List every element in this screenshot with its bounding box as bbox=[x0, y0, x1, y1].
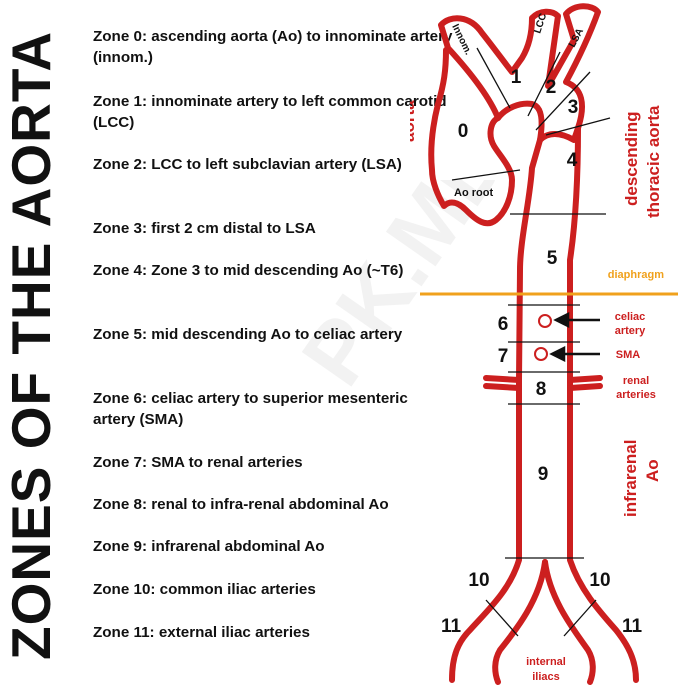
zone-2-definition: Zone 2: LCC to left subclavian artery (L… bbox=[93, 156, 402, 173]
zone-number-11-right: 11 bbox=[622, 616, 643, 637]
aorta-outline bbox=[428, 3, 639, 685]
aorta-diagram: 0 1 2 3 4 5 6 7 8 9 10 10 11 11 Innom. L… bbox=[410, 3, 678, 685]
celiac-arrowhead-icon bbox=[553, 311, 570, 329]
zone-9-definition: Zone 9: infrarenal abdominal Ao bbox=[93, 538, 325, 555]
zone-boundaries bbox=[451, 47, 611, 637]
renal-label-line2: arteries bbox=[616, 389, 656, 401]
boundary-0-1 bbox=[476, 47, 511, 109]
sma-arrowhead-icon bbox=[549, 345, 566, 363]
internal-iliacs-label-line1: internal bbox=[526, 656, 566, 668]
zone-number-5: 5 bbox=[547, 248, 558, 269]
zone-number-8: 8 bbox=[536, 379, 547, 400]
sma-ostium-icon bbox=[534, 347, 548, 361]
sma-label: SMA bbox=[616, 349, 641, 361]
zone-0-definition: Zone 0: ascending aorta (Ao) to innomina… bbox=[93, 28, 453, 66]
diaphragm-label: diaphragm bbox=[608, 269, 664, 281]
zone-number-6: 6 bbox=[498, 314, 509, 335]
arch-upper-outline bbox=[438, 3, 601, 143]
zone-6-definition: Zone 6: celiac artery to superior mesent… bbox=[93, 390, 408, 428]
ao-root-boundary bbox=[451, 169, 521, 181]
celiac-label-line1: celiac bbox=[615, 311, 646, 323]
right-boundary-10-11 bbox=[563, 599, 597, 637]
left-renal-artery-top bbox=[483, 375, 522, 383]
aorta-right-wall bbox=[567, 125, 639, 683]
infrarenal-label-line2: Ao bbox=[643, 459, 662, 482]
celiac-label-line2: artery bbox=[615, 325, 646, 337]
left-renal-artery-bottom bbox=[483, 383, 522, 391]
zone-number-11-left: 11 bbox=[441, 616, 462, 637]
zone-5-definition: Zone 5: mid descending Ao to celiac arte… bbox=[93, 326, 403, 343]
vertical-title: ZONES OF THE AORTA bbox=[0, 0, 62, 700]
zone-number-7: 7 bbox=[498, 346, 509, 367]
left-iliac-inner-wall bbox=[492, 559, 548, 685]
arch-inner-outline bbox=[495, 100, 545, 143]
right-iliac-inner-wall bbox=[542, 559, 596, 685]
ao-root-label: Ao root bbox=[454, 187, 493, 199]
boundary-3-4 bbox=[545, 117, 611, 136]
zone-numbers: 0 1 2 3 4 5 6 7 8 9 10 10 11 11 bbox=[441, 67, 643, 637]
zone-number-9: 9 bbox=[538, 464, 549, 485]
internal-iliacs-label-line2: iliacs bbox=[532, 671, 560, 683]
left-boundary-10-11 bbox=[485, 599, 519, 637]
boundary-1-2 bbox=[527, 51, 561, 117]
zone-number-10-right: 10 bbox=[589, 570, 610, 591]
title-text: ZONES OF THE AORTA bbox=[0, 30, 62, 660]
zone-number-4: 4 bbox=[567, 150, 578, 171]
renal-label-line1: renal bbox=[623, 375, 649, 387]
zone-11-definition: Zone 11: external iliac arteries bbox=[93, 624, 310, 641]
descending-aorta-label-line2: thoracic aorta bbox=[644, 105, 663, 218]
zone-number-3: 3 bbox=[568, 97, 579, 118]
zone-1-definition: Zone 1: innominate artery to left common… bbox=[93, 93, 447, 131]
zone-7-definition: Zone 7: SMA to renal arteries bbox=[93, 454, 303, 471]
aorta-left-wall bbox=[449, 137, 543, 683]
descending-aorta-label-line1: descending bbox=[622, 112, 641, 206]
zone-3-definition: Zone 3: first 2 cm distal to LSA bbox=[93, 220, 316, 237]
ascending-aorta-outline bbox=[428, 47, 515, 227]
boundary-2-3 bbox=[535, 71, 591, 131]
zone-8-definition: Zone 8: renal to infra-renal abdominal A… bbox=[93, 496, 389, 513]
right-renal-artery-top bbox=[567, 375, 603, 383]
ascending-aorta-label-line2: aorta bbox=[410, 100, 418, 142]
zone-number-0: 0 bbox=[458, 121, 469, 142]
right-renal-artery-bottom bbox=[567, 383, 603, 391]
zone-4-definition: Zone 4: Zone 3 to mid descending Ao (~T6… bbox=[93, 262, 404, 279]
zone-10-definition: Zone 10: common iliac arteries bbox=[93, 581, 316, 598]
celiac-ostium-icon bbox=[538, 314, 552, 328]
infrarenal-label-line1: infrarenal bbox=[621, 440, 640, 517]
zone-number-10-left: 10 bbox=[468, 570, 489, 591]
zone-number-1: 1 bbox=[511, 67, 522, 88]
region-labels: ascending aorta descending thoracic aort… bbox=[410, 100, 663, 683]
zone-number-2: 2 bbox=[546, 77, 557, 98]
pointer-arrows bbox=[549, 311, 600, 363]
